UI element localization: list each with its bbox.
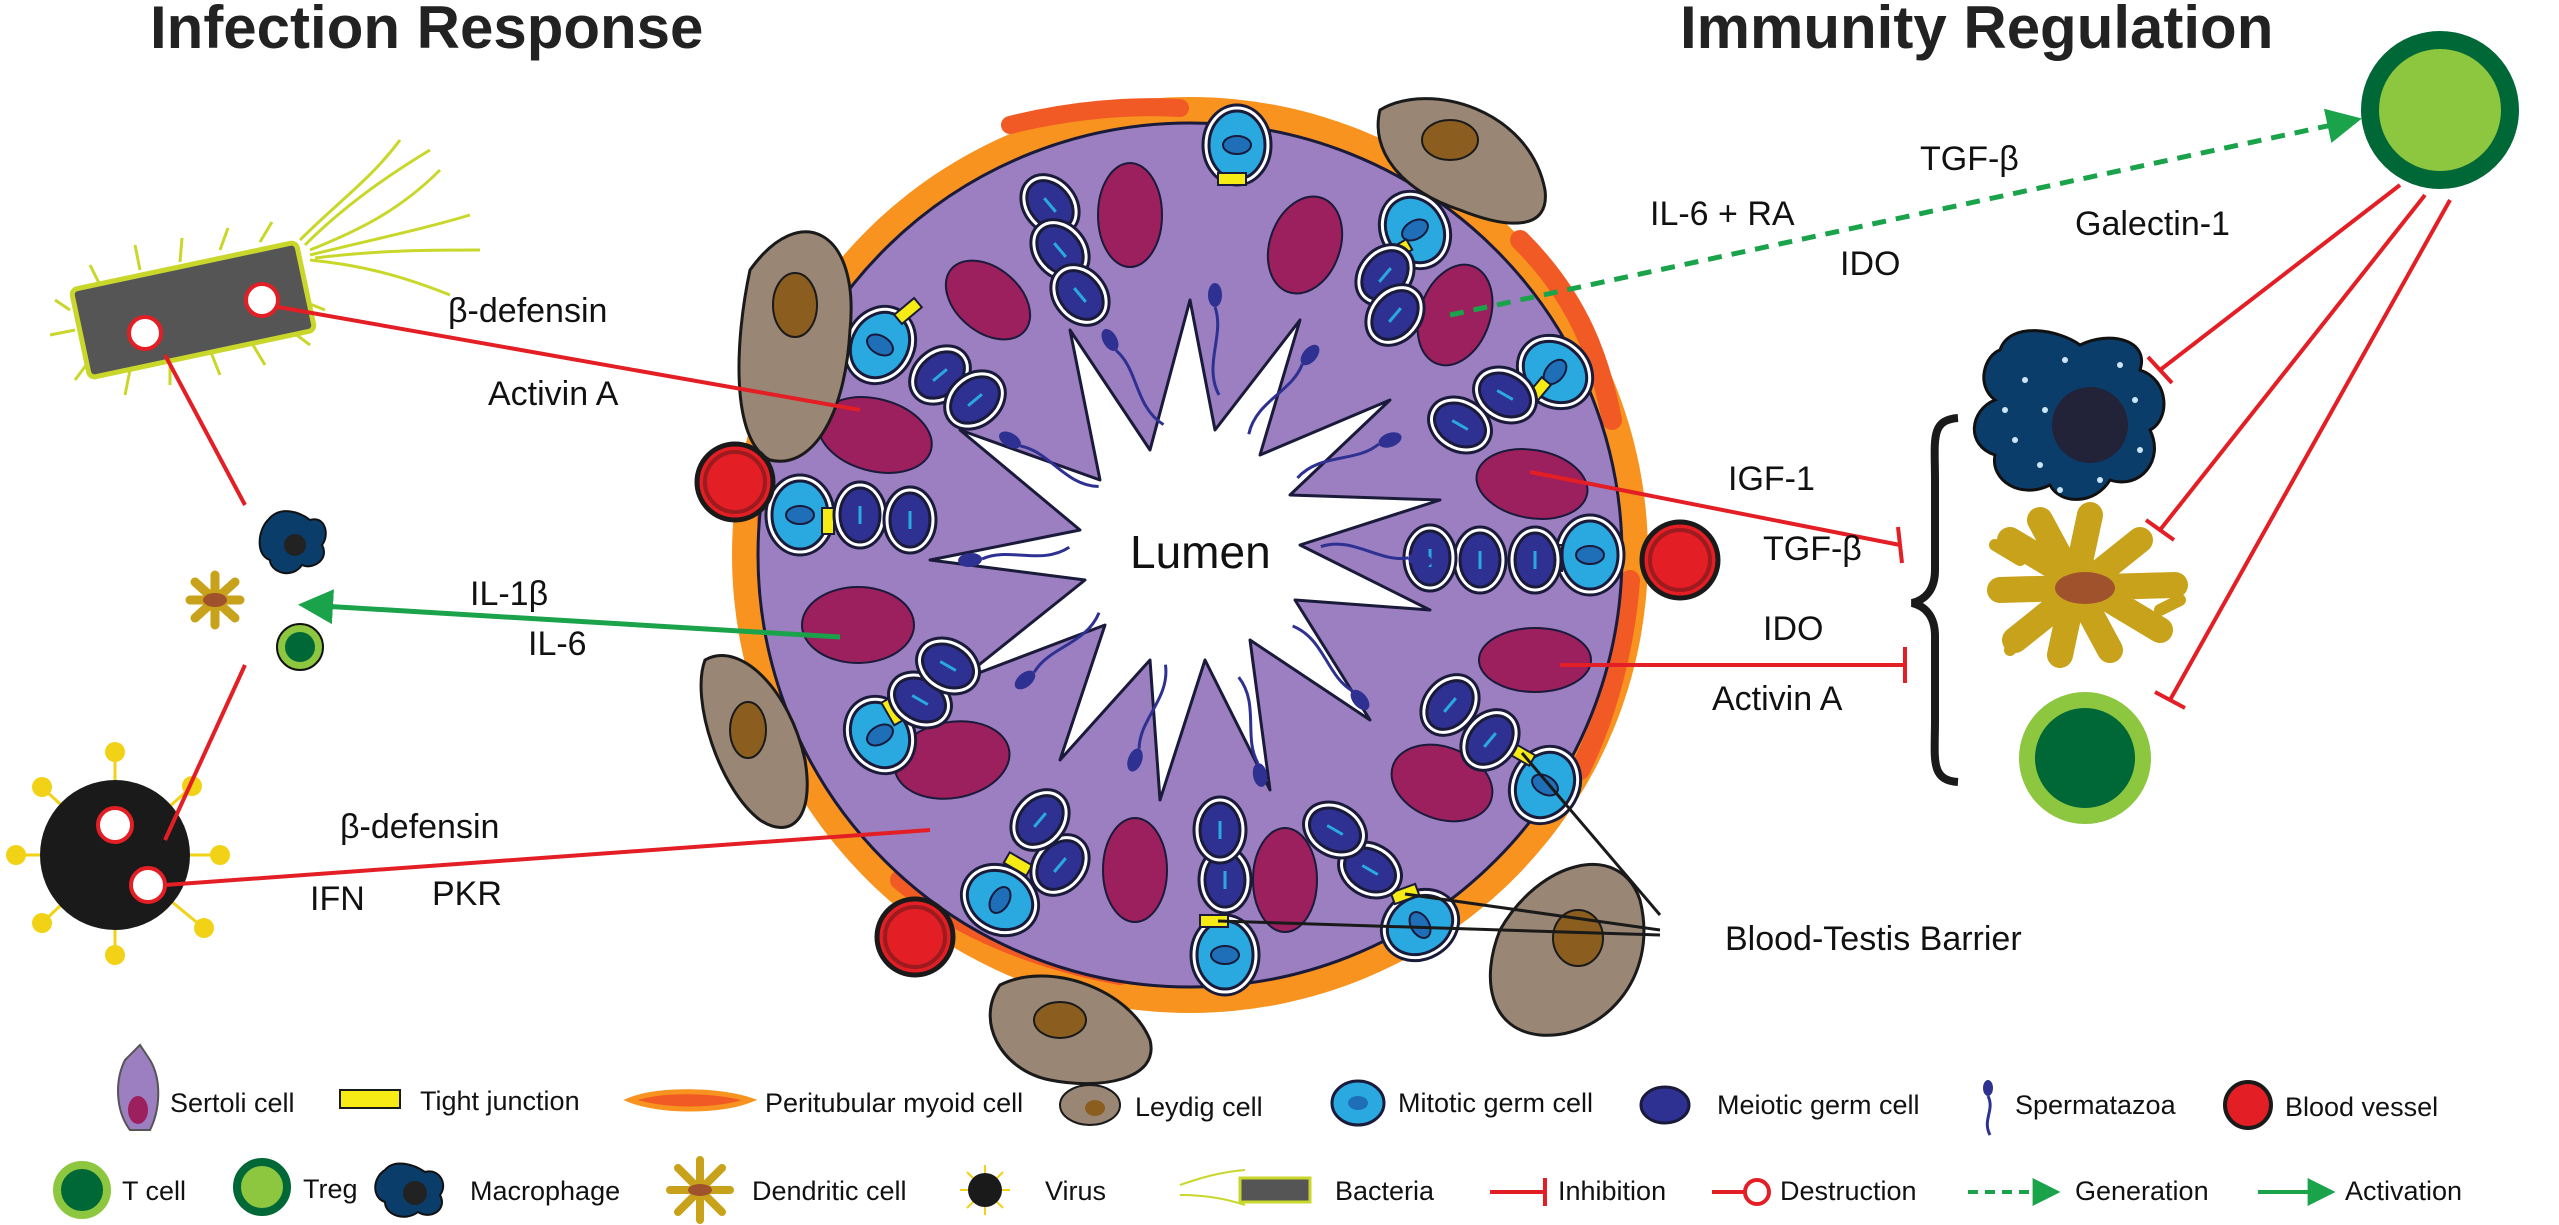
dendritic-cell-large — [1987, 502, 2188, 668]
leydig-cell — [1488, 863, 1646, 1037]
left-title: Infection Response — [150, 0, 703, 61]
legend-item-bacteria: Bacteria — [1179, 1169, 1435, 1206]
treg-inhibition-lines — [2144, 183, 2452, 710]
myoid-cell — [1001, 98, 1189, 134]
virus-destruction-line — [164, 828, 931, 887]
immune-cluster-left — [185, 510, 327, 671]
label-galectin: Galectin-1 — [2075, 205, 2230, 243]
right-inhibition-lines — [1529, 470, 1907, 683]
svg-text:T cell: T cell — [122, 1176, 186, 1206]
label-activin-right: Activin A — [1712, 680, 1843, 718]
treg-large — [2361, 31, 2519, 189]
label-tgfb-top: TGF-β — [1920, 140, 2019, 178]
bacteria — [49, 139, 481, 396]
destruction-marker — [96, 806, 134, 844]
label-virus-defensin: β-defensin — [340, 808, 499, 846]
destruction-marker — [127, 315, 163, 351]
legend-item-mitotic: Mitotic germ cell — [1330, 1079, 1593, 1127]
label-ifn: IFN — [310, 880, 365, 918]
left-connectors — [163, 305, 931, 887]
label-tgfb-right: TGF-β — [1763, 530, 1862, 568]
svg-text:Meiotic germ cell: Meiotic germ cell — [1717, 1090, 1920, 1120]
label-pkr: PKR — [432, 875, 502, 913]
legend-item-generation: Generation — [1968, 1176, 2209, 1206]
svg-text:Generation: Generation — [2075, 1176, 2209, 1206]
legend-item-inhibition: Inhibition — [1490, 1176, 1666, 1206]
right-title: Immunity Regulation — [1680, 0, 2273, 61]
activation-arrow — [298, 589, 841, 640]
legend-item-sperm: Spermatazoa — [1983, 1080, 2177, 1136]
destruction-marker — [129, 866, 167, 904]
legend-item-leydig: Leydig cell — [1059, 1084, 1263, 1126]
lumen-label: Lumen — [1130, 526, 1271, 578]
label-bacteria-defensin: β-defensin — [448, 292, 607, 330]
legend-item-macrophage: Macrophage — [374, 1162, 620, 1218]
seminiferous-tubule: Lumen — [732, 97, 1648, 1013]
destruction-marker — [244, 282, 280, 318]
macrophage-large — [1972, 329, 2166, 501]
virus — [6, 742, 230, 965]
svg-text:Activation: Activation — [2345, 1176, 2462, 1206]
legend-item-activation: Activation — [2258, 1176, 2462, 1206]
myoid-cell — [1570, 570, 1640, 780]
label-il1b: IL-1β — [470, 575, 548, 613]
svg-text:Inhibition: Inhibition — [1558, 1176, 1666, 1206]
bacteria-destruction-line — [277, 305, 861, 412]
svg-text:Destruction: Destruction — [1780, 1176, 1917, 1206]
svg-text:Sertoli cell: Sertoli cell — [170, 1088, 295, 1118]
svg-text:Blood vessel: Blood vessel — [2285, 1092, 2438, 1122]
legend-item-meiotic: Meiotic germ cell — [1639, 1085, 1920, 1125]
tcell-large — [2019, 692, 2151, 824]
label-btb: Blood-Testis Barrier — [1725, 920, 2022, 958]
legend-item-dendritic: Dendritic cell — [666, 1156, 907, 1224]
svg-text:Peritubular myoid cell: Peritubular myoid cell — [765, 1088, 1023, 1118]
label-il6: IL-6 — [528, 625, 587, 663]
leydig-cell — [699, 654, 809, 829]
label-bacteria-activin: Activin A — [488, 375, 619, 413]
legend-item-vessel: Blood vessel — [2223, 1080, 2438, 1130]
leydig-cell — [1376, 97, 1547, 225]
legend-item-tcell: T cell — [53, 1161, 186, 1219]
svg-text:Leydig cell: Leydig cell — [1135, 1092, 1263, 1122]
svg-text:Treg: Treg — [303, 1174, 358, 1204]
svg-text:Dendritic cell: Dendritic cell — [752, 1176, 907, 1206]
lumen — [928, 298, 1442, 802]
svg-text:Macrophage: Macrophage — [470, 1176, 620, 1206]
legend-item-destruction: Destruction — [1712, 1176, 1917, 1206]
sertoli-nuclei — [801, 162, 1592, 933]
svg-text:Spermatazoa: Spermatazoa — [2015, 1090, 2177, 1120]
dendritic-cell-icon — [185, 570, 245, 630]
brace — [1910, 414, 1959, 786]
myoid-cell — [1510, 230, 1622, 430]
legend-item-virus: Virus — [960, 1165, 1106, 1215]
label-ido-right: IDO — [1763, 610, 1823, 648]
svg-text:Tight junction: Tight junction — [420, 1086, 580, 1116]
leydig-cell — [988, 974, 1153, 1086]
legend: Sertoli cell Tight junction Peritubular … — [53, 1043, 2462, 1224]
btb-pointers — [1217, 752, 1662, 937]
svg-text:Virus: Virus — [1045, 1176, 1106, 1206]
legend-item-treg: Treg — [233, 1158, 358, 1216]
legend-item-tight-junction: Tight junction — [339, 1086, 580, 1116]
label-il6-ra: IL-6 + RA — [1650, 195, 1795, 233]
svg-text:Mitotic germ cell: Mitotic germ cell — [1398, 1088, 1593, 1118]
legend-item-myoid: Peritubular myoid cell — [623, 1088, 1023, 1118]
svg-text:Bacteria: Bacteria — [1335, 1176, 1435, 1206]
blood-vessels — [694, 441, 1721, 978]
legend-item-sertoli: Sertoli cell — [117, 1043, 295, 1131]
label-ido-top: IDO — [1840, 245, 1900, 283]
label-igf1: IGF-1 — [1728, 460, 1815, 498]
generation-arrow — [1449, 108, 2362, 318]
